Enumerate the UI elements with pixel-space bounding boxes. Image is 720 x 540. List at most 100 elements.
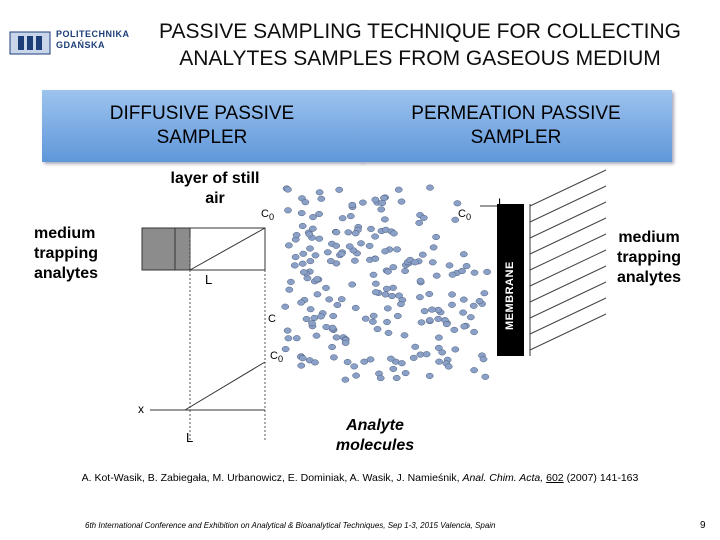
analyte-molecule: [381, 248, 389, 255]
analyte-molecule: [341, 339, 350, 346]
analyte-molecule: [442, 321, 451, 328]
analyte-molecule: [416, 277, 425, 284]
analyte-molecule: [401, 267, 409, 275]
analyte-molecule: [369, 312, 378, 319]
reference-authors: A. Kot-Wasik, B. Zabiegała, M. Urbanowic…: [81, 472, 460, 484]
sorbent-block: [141, 227, 191, 271]
analyte-molecule: [458, 267, 466, 275]
analyte-molecule: [466, 314, 475, 321]
hatch-line: [529, 233, 607, 271]
analyte-molecule: [338, 215, 347, 222]
c0-top-sub: 0: [268, 212, 275, 223]
hatch-line: [529, 217, 607, 255]
analyte-molecule: [451, 346, 460, 353]
reference-journal: Anal. Chim. Acta,: [462, 472, 544, 484]
hatch-line: [529, 281, 607, 319]
analyte-molecule: [378, 200, 387, 207]
analyte-molecule: [418, 251, 427, 258]
analyte-molecule: [292, 335, 301, 342]
analyte-molecule: [372, 280, 380, 287]
analyte-molecule: [393, 246, 401, 253]
analyte-molecule: [460, 323, 469, 330]
analyte-molecule: [351, 257, 359, 264]
analyte-molecule: [448, 271, 457, 278]
analyte-molecule: [322, 284, 330, 291]
analyte-molecule: [312, 332, 321, 339]
analyte-molecule: [315, 235, 324, 242]
analyte-molecule: [434, 315, 443, 322]
analyte-molecule: [369, 271, 378, 278]
analyte-molecule: [479, 356, 488, 363]
analyte-molecule: [361, 315, 370, 322]
analyte-molecule: [298, 355, 307, 362]
analyte-molecule: [371, 289, 380, 296]
analyte-molecule: [332, 229, 341, 236]
analyte-molecule: [302, 315, 311, 323]
x-label: x: [138, 402, 144, 416]
analyte-molecule: [332, 242, 341, 249]
analyte-molecule: [453, 200, 462, 207]
analyte-molecule: [290, 262, 299, 269]
membrane-label: MEMBRANE: [504, 261, 516, 330]
analyte-molecule: [393, 312, 402, 320]
analyte-molecule: [359, 199, 367, 206]
analyte-molecule: [425, 372, 434, 379]
medium-left-label: medium trapping analytes: [34, 225, 99, 282]
analyte-molecule: [298, 222, 307, 230]
analyte-molecule: [332, 334, 341, 341]
analyte-molecule: [360, 358, 369, 365]
analyte-molecule: [416, 294, 424, 301]
analyte-molecule: [376, 375, 385, 382]
concentration-profile-line: [184, 361, 266, 411]
analyte-molecule: [394, 186, 403, 193]
analyte-molecule: [389, 284, 397, 291]
analyte-molecule: [397, 198, 406, 205]
analyte-molecule: [299, 250, 308, 257]
analyte-molecule: [415, 219, 424, 226]
analyte-molecule: [299, 269, 308, 276]
analyte-molecule: [330, 354, 338, 361]
analyte-molecule: [337, 296, 346, 303]
medium-right-label: medium trapping analytes: [616, 229, 682, 286]
analyte-molecule: [381, 291, 390, 298]
permeation-sampler-banner: PERMEATION PASSIVE SAMPLER: [360, 90, 672, 162]
analyte-molecule: [285, 242, 293, 249]
analyte-molecule: [328, 343, 336, 351]
c0-label-bottom: C0: [270, 350, 283, 364]
analyte-molecule: [445, 262, 454, 269]
reference-citation: A. Kot-Wasik, B. Zabiegała, M. Urbanowic…: [0, 472, 720, 484]
analyte-molecule: [459, 296, 468, 303]
analyte-molecule: [428, 259, 437, 266]
analyte-molecule: [310, 314, 319, 321]
analyte-molecule: [344, 229, 353, 236]
c0-mem-sub: 0: [465, 212, 472, 223]
analyte-molecule: [283, 327, 292, 334]
analyte-molecule: [429, 244, 438, 251]
analyte-molecule: [281, 346, 290, 353]
analyte-molecule: [357, 240, 365, 247]
analyte-molecule: [384, 329, 393, 336]
analyte-molecule: [411, 343, 420, 350]
page-number: 9: [700, 520, 706, 531]
analyte-molecule: [381, 216, 389, 223]
analyte-molecule: [281, 303, 290, 310]
analyte-molecule: [371, 233, 379, 240]
analyte-molecule: [451, 216, 460, 223]
analyte-molecule: [397, 301, 405, 308]
membrane: [497, 204, 524, 356]
analyte-molecules-label: Analyte molecules: [335, 417, 415, 454]
analyte-molecule: [371, 196, 380, 203]
logo-line-2: GDAŃSKA: [56, 40, 106, 50]
analyte-molecule: [428, 306, 436, 313]
analyte-molecule: [435, 358, 443, 365]
analyte-molecule: [311, 359, 319, 366]
analyte-molecule: [469, 302, 478, 309]
reference-pages: (2007) 141-163: [566, 472, 639, 484]
analyte-molecule: [384, 268, 392, 275]
analyte-molecule: [317, 313, 325, 320]
hatch-line: [529, 249, 607, 287]
analyte-molecule: [335, 186, 344, 193]
analyte-molecule: [448, 301, 456, 308]
c-label: C: [268, 313, 276, 325]
